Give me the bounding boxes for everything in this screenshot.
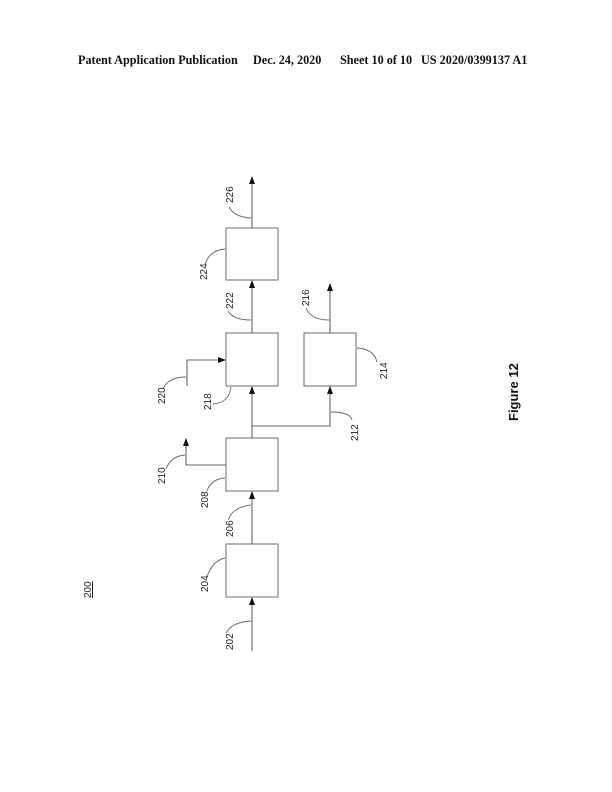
ref-labels: 202 204 206 208 210 212 214 216 218 220 … bbox=[83, 186, 390, 650]
leader-216 bbox=[305, 307, 330, 321]
leader-214 bbox=[356, 347, 378, 363]
ref-label-212: 212 bbox=[350, 424, 361, 441]
leader-202 bbox=[225, 620, 252, 634]
leader-218 bbox=[212, 386, 232, 405]
leader-212 bbox=[330, 411, 353, 421]
stream-220 bbox=[186, 359, 225, 386]
leader-204 bbox=[206, 557, 226, 578]
stream-210 bbox=[185, 439, 226, 466]
arrowhead-226 bbox=[249, 176, 255, 184]
leader-220 bbox=[162, 376, 187, 390]
ref-label-208: 208 bbox=[200, 491, 211, 508]
leader-222 bbox=[227, 310, 252, 321]
unit-box-224 bbox=[225, 227, 279, 281]
patent-number: US 2020/0399137 A1 bbox=[421, 53, 528, 67]
unit-box-204 bbox=[225, 543, 279, 598]
figure-caption: Figure 12 bbox=[506, 363, 521, 421]
publication-type: Patent Application Publication bbox=[78, 53, 238, 67]
ref-label-222: 222 bbox=[225, 292, 236, 309]
leader-208 bbox=[206, 477, 226, 492]
leader-226 bbox=[228, 206, 252, 219]
arrowhead-206 bbox=[249, 491, 255, 499]
ref-label-214: 214 bbox=[379, 362, 390, 379]
arrowhead-222 bbox=[249, 280, 255, 288]
leader-210 bbox=[165, 454, 186, 470]
unit-box-208 bbox=[225, 437, 279, 492]
arrowhead-216 bbox=[327, 283, 333, 291]
stream-212 bbox=[252, 387, 331, 427]
ref-label-218: 218 bbox=[203, 393, 214, 410]
ref-label-224: 224 bbox=[199, 263, 210, 280]
page-header: Patent Application Publication Dec. 24, … bbox=[0, 53, 612, 71]
system-ref-200: 200 bbox=[83, 581, 94, 598]
arrowhead-212 bbox=[327, 386, 333, 394]
sheet-number: Sheet 10 of 10 bbox=[340, 53, 413, 67]
unit-box-214 bbox=[303, 332, 357, 387]
ref-label-220: 220 bbox=[157, 387, 168, 404]
arrowhead-202 bbox=[249, 597, 255, 605]
leader-224 bbox=[204, 248, 226, 265]
publication-date: Dec. 24, 2020 bbox=[253, 53, 322, 67]
ref-label-210: 210 bbox=[157, 467, 168, 484]
unit-box-218 bbox=[225, 332, 279, 387]
ref-label-206: 206 bbox=[225, 520, 236, 537]
arrowhead-210 bbox=[183, 438, 189, 446]
ref-label-202: 202 bbox=[225, 633, 236, 650]
leader-206 bbox=[227, 504, 252, 521]
ref-label-204: 204 bbox=[200, 575, 211, 592]
arrowhead-220 bbox=[218, 357, 226, 363]
ref-label-216: 216 bbox=[301, 289, 312, 306]
ref-label-226: 226 bbox=[225, 186, 236, 203]
arrowhead-218-in bbox=[249, 386, 255, 394]
